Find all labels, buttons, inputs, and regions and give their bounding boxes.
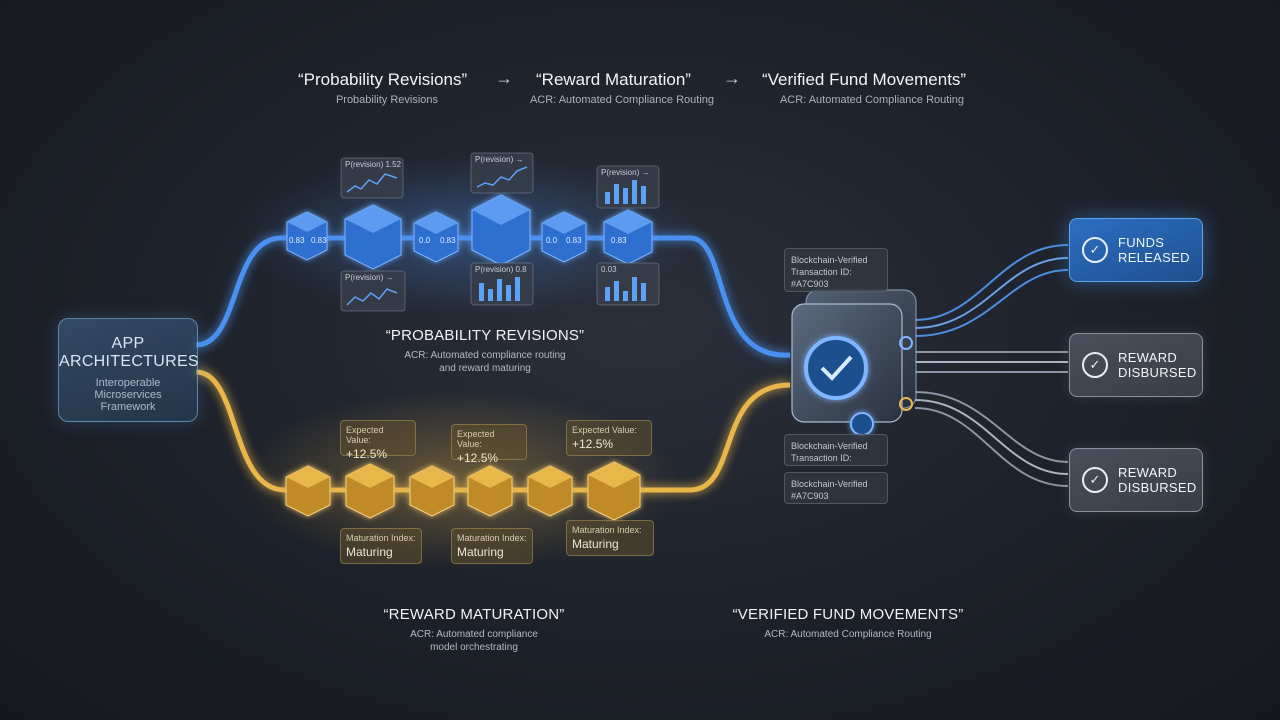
expected-value-value: +12.5% [457,451,499,465]
tx-line: Transaction ID: [791,267,852,277]
stage-title-probability: “Probability Revisions” [298,70,468,89]
tx-line: #A7C903 [791,279,829,289]
maturation-card: Maturation Index: Maturing [566,520,654,556]
blue-lane-wire [195,235,791,358]
gold-cube [587,461,641,521]
tx-card-middle: Blockchain-Verified Transaction ID: [784,434,888,466]
maturation-value: Maturing [572,537,619,551]
chart-label: P(revision) → [345,273,394,282]
output-line1: FUNDS [1118,235,1165,250]
check-circle-icon: ✓ [1082,352,1108,378]
tx-card-bottom: Blockchain-Verified #A7C903 [784,472,888,504]
gold-lane-wire [195,369,791,493]
blue-cube [541,211,587,263]
tx-line: #A7C903 [791,491,829,501]
maturation-card: Maturation Index: Maturing [451,528,533,564]
maturation-label: Maturation Index: [346,533,416,543]
gold-cube [345,463,395,519]
expected-value-value: +12.5% [572,437,614,451]
blue-lane-title: “PROBABILITY REVISIONS” [385,327,585,344]
reward-disbursed-button[interactable]: ✓ REWARD DISBURSED [1069,448,1203,512]
app-sub-line1: Interoperable [95,377,161,389]
cube-label: 0.83 [566,236,582,245]
verification-hub [791,289,917,436]
blue-cube [413,211,459,263]
revision-chart-cards [340,152,660,312]
blue-lane-sub-line1: ACR: Automated compliance routing [404,350,566,361]
stage-subtitle-verified: ACR: Automated Compliance Routing [779,94,965,106]
cube-label: 0.0 [546,236,558,245]
app-title-line1: APP [111,335,145,352]
blue-cube [344,204,402,270]
tx-line: Blockchain-Verified [791,479,868,489]
maturation-card: Maturation Index: Maturing [340,528,422,564]
cube-label: 0.83 [611,236,627,245]
blue-cube-chain [286,194,653,270]
blue-lane-sub-line2: and reward maturing [439,363,531,374]
chart-label: 0.03 [601,265,617,274]
gold-cube [409,465,455,517]
expected-value-card: Expected Value: +12.5% [340,420,416,461]
tx-line: Blockchain-Verified [791,255,868,265]
expected-value-card: Expected Value: +12.5% [566,420,652,456]
gold-lane-sub-line2: model orchestrating [430,642,518,653]
chart-label: P(revision) 1.52 [345,160,402,169]
blue-lane-subtitle: ACR: Automated compliance routing and re… [370,349,600,375]
app-sub-line2: Microservices [94,389,162,401]
stage-arrow-right-icon: → [723,68,741,88]
chart-label: P(revision) → [475,155,524,164]
expected-value-label: Expected Value: [572,425,637,435]
gold-cube [467,465,513,517]
blue-cube [286,211,328,261]
check-circle-icon: ✓ [1082,467,1108,493]
gold-cube-chain [285,461,641,521]
expected-value-label: Expected Value: [346,425,384,445]
funds-released-button[interactable]: ✓ FUNDS RELEASED [1069,218,1203,282]
cube-label: 0.83 [440,236,456,245]
gold-lane-title: “REWARD MATURATION” [383,606,565,623]
maturation-value: Maturing [346,545,393,559]
app-sub-line3: Framework [100,401,156,413]
tx-card-top: Blockchain-Verified Transaction ID: #A7C… [784,248,888,292]
output-line1: REWARD [1118,350,1178,365]
expected-value-card: Expected Value: +12.5% [451,424,527,465]
maturation-label: Maturation Index: [572,525,642,535]
chart-label: P(revision) 0.8 [475,265,527,274]
stage-subtitle-reward: ACR: Automated Compliance Routing [529,94,715,106]
output-wire-bundles [914,244,1069,487]
verified-subtitle: ACR: Automated Compliance Routing [764,629,932,640]
output-line2: DISBURSED [1118,365,1197,380]
reward-disbursed-button[interactable]: ✓ REWARD DISBURSED [1069,333,1203,397]
stage-title-reward: “Reward Maturation” [536,70,691,89]
cube-label: 0.83 [289,236,305,245]
tx-line: Blockchain-Verified [791,441,868,451]
stage-title-verified: “Verified Fund Movements” [762,70,967,89]
blue-cube [471,194,531,266]
maturation-label: Maturation Index: [457,533,527,543]
gold-cube [527,465,573,517]
app-architectures-node: APP ARCHITECTURES Interoperable Microser… [58,318,199,422]
output-line1: REWARD [1118,465,1178,480]
cube-label: 0.0 [419,236,431,245]
gold-lane-sub-line1: ACR: Automated compliance [410,629,538,640]
app-title-line2: ARCHITECTURES [59,353,199,370]
check-circle-icon: ✓ [1082,237,1108,263]
stage-subtitle-probability: Probability Revisions [335,94,439,106]
stage-arrow-right-icon: → [495,68,513,88]
blue-cube [603,209,653,265]
chart-label: P(revision) → [601,168,650,177]
expected-value-label: Expected Value: [457,429,495,449]
output-line2: RELEASED [1118,250,1190,265]
maturation-value: Maturing [457,545,504,559]
output-line2: DISBURSED [1118,480,1197,495]
gold-cube [285,465,331,517]
cube-label: 0.83 [311,236,327,245]
gold-lane-subtitle: ACR: Automated compliance model orchestr… [364,628,584,654]
expected-value-value: +12.5% [346,447,388,461]
verified-title: “VERIFIED FUND MOVEMENTS” [732,606,964,623]
tx-line: Transaction ID: [791,453,852,463]
